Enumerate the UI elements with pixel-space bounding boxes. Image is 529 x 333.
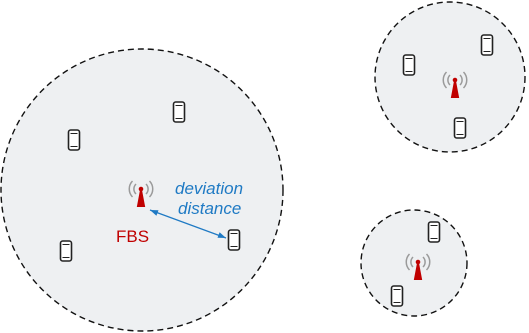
mobile-device-icon: [390, 285, 404, 307]
cell-bottom-right: [360, 209, 468, 317]
deviation-label-line2: distance: [178, 199, 241, 218]
mobile-device-icon: [67, 129, 81, 151]
mobile-device-icon: [402, 54, 416, 76]
deviation-distance-arrow: [149, 209, 227, 239]
cell-large: FBS deviation distance: [0, 48, 284, 332]
deviation-label-line1: deviation: [175, 179, 243, 198]
mobile-device-icon: [172, 101, 186, 123]
mobile-device-icon: [227, 229, 241, 251]
mobile-device-icon: [59, 240, 73, 262]
mobile-device-icon: [427, 221, 441, 243]
mobile-device-icon: [480, 34, 494, 56]
cell-top-right: [374, 1, 526, 153]
fbs-label: FBS: [116, 227, 149, 246]
mobile-device-icon: [453, 117, 467, 139]
